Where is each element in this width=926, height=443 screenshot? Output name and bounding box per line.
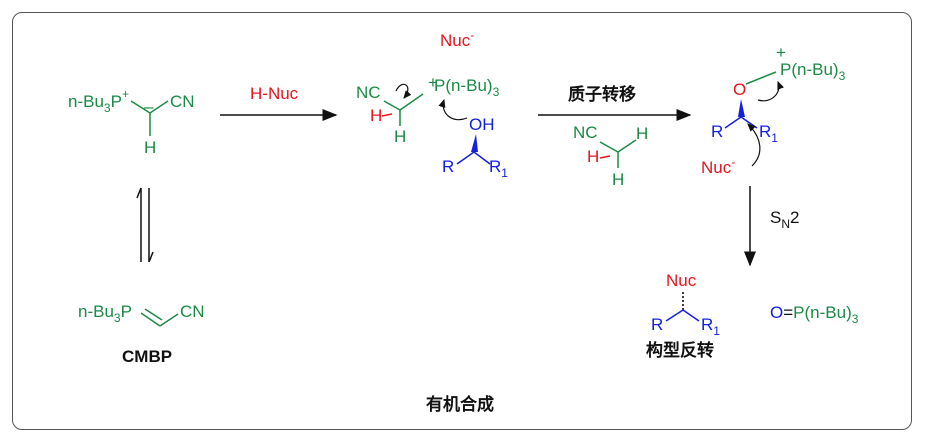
acetonitrile-byproduct: NC H H H bbox=[573, 123, 648, 189]
step1-arrow: H-Nuc bbox=[220, 84, 338, 121]
int2-o: O bbox=[733, 80, 746, 99]
phosphorane-n-bu3p: n-Bu3P bbox=[78, 302, 132, 325]
byproduct-h-bottom: H bbox=[612, 170, 624, 189]
int1-h-acidic: H bbox=[370, 106, 382, 125]
product-r: R bbox=[651, 315, 663, 334]
phosphine-oxide: O=P(n-Bu)3 bbox=[770, 303, 859, 326]
h-nuc-label: H-Nuc bbox=[250, 84, 299, 103]
int2-nuc: Nuc- bbox=[701, 155, 735, 177]
byproduct-h-red: H bbox=[587, 147, 599, 166]
product-r1: R1 bbox=[701, 315, 720, 338]
cmbp-ylide: n-Bu3P+ – CN H bbox=[68, 87, 195, 157]
step2-arrow: 质子转移 bbox=[538, 84, 692, 121]
nuc-counterion: Nuc- bbox=[440, 28, 474, 50]
int1-oh: OH bbox=[469, 115, 495, 134]
int1-nc: NC bbox=[356, 83, 381, 102]
int1-phosphonium: P(n-Bu)3 bbox=[434, 76, 500, 99]
cmbp-phosphorane: n-Bu3P CN CMBP bbox=[78, 302, 205, 366]
inversion-caption: 构型反转 bbox=[646, 340, 714, 361]
carbanion-charge: – bbox=[144, 97, 154, 116]
int2-phosphonium: P(n-Bu)3 bbox=[780, 60, 846, 83]
byproduct-nc: NC bbox=[573, 123, 598, 142]
int1-p-charge: + bbox=[428, 73, 438, 92]
sn2-label: SN2 bbox=[770, 208, 799, 231]
diagram-frame bbox=[12, 12, 912, 430]
product-nuc: Nuc bbox=[666, 271, 697, 290]
phosphorane-cn: CN bbox=[180, 302, 205, 321]
int1-r1: R1 bbox=[489, 157, 508, 180]
int1-h: H bbox=[394, 127, 406, 146]
int1-r: R bbox=[442, 157, 454, 176]
int2-r1: R1 bbox=[759, 122, 778, 145]
step3-arrow: SN2 bbox=[744, 186, 799, 267]
ylide-h: H bbox=[144, 138, 156, 157]
ylide-cn: CN bbox=[170, 92, 195, 111]
product: Nuc R R1 构型反转 bbox=[646, 271, 720, 361]
int2-p-charge: + bbox=[776, 43, 786, 62]
footer-caption: 有机合成 bbox=[426, 394, 494, 415]
equilibrium-arrows bbox=[136, 187, 154, 263]
int2-r: R bbox=[711, 122, 723, 141]
byproduct-h-top: H bbox=[636, 124, 648, 143]
ylide-n-bu3p: n-Bu3P+ bbox=[68, 87, 129, 115]
intermediate-2: + P(n-Bu)3 O R R1 Nuc- bbox=[701, 43, 846, 177]
proton-transfer-label: 质子转移 bbox=[568, 84, 636, 105]
cmbp-label: CMBP bbox=[122, 347, 172, 366]
phosphine-oxide-formula: O=P(n-Bu)3 bbox=[770, 303, 859, 326]
intermediate-1: Nuc- NC H H + P(n-Bu)3 OH R R1 bbox=[356, 28, 508, 180]
